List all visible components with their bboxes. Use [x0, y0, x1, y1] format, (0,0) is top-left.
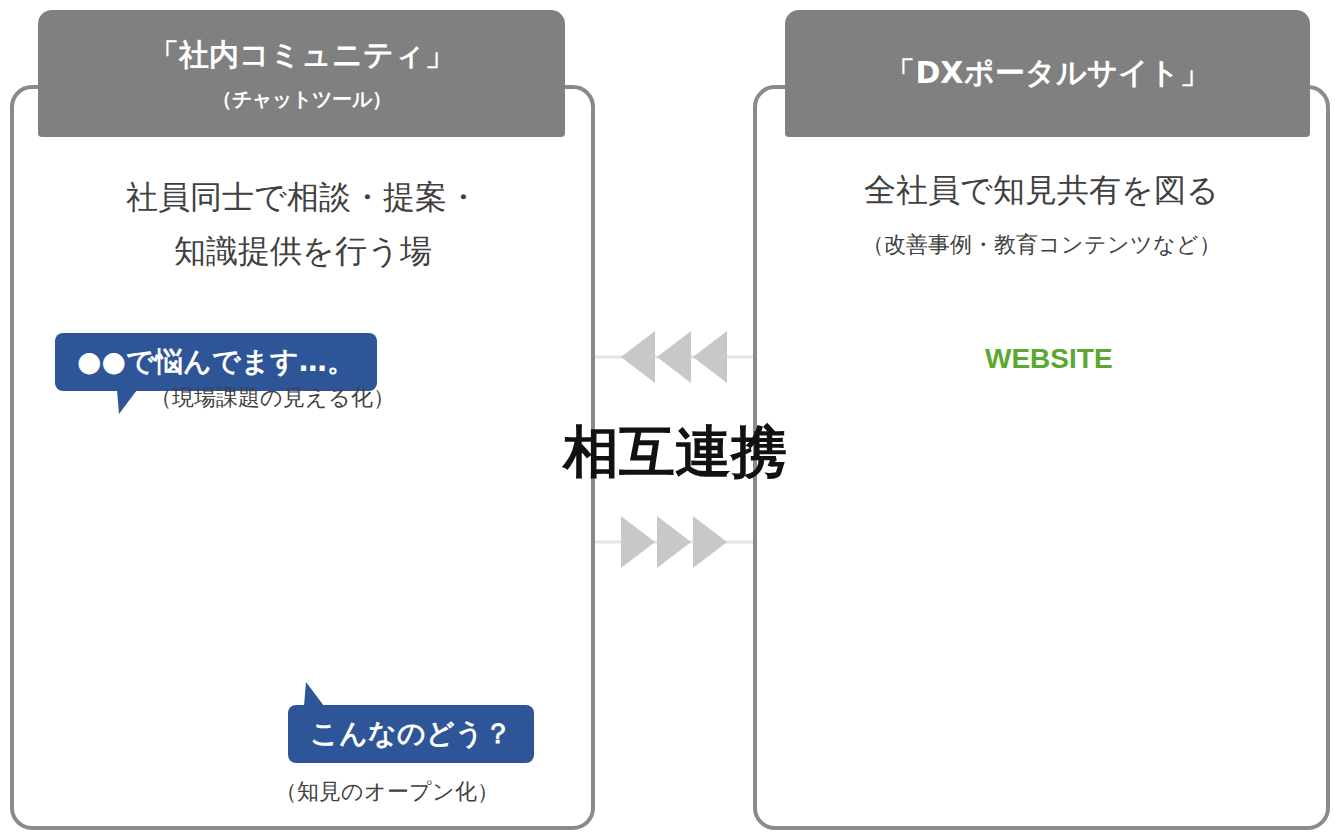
header-tab: 「社内コミュニティ」 （チャットツール）: [38, 10, 565, 137]
speech-bubble: ●●で悩んでます…。: [55, 333, 377, 391]
caption-note: （知見のオープン化）: [275, 777, 499, 807]
panel-subtitle: （チャットツール）: [212, 86, 392, 113]
bubble-tail: [300, 680, 326, 706]
caption-note: （現場課題の見える化）: [150, 383, 395, 413]
panel-note: （改善事例・教育コンテンツなど）: [753, 230, 1330, 260]
panel-description: 社員同士で相談・提案・ 知識提供を行う場: [117, 170, 489, 279]
chevron-connector: [595, 331, 753, 383]
panel-title: 「DXポータルサイト」: [885, 53, 1209, 94]
chevron-connector: [595, 516, 753, 568]
bubble-tail: [115, 390, 141, 416]
center-label: 相互連携: [563, 415, 787, 491]
website-logo: WEBSITE: [985, 343, 1113, 375]
panel-box: 「社内コミュニティ」 （チャットツール） 社員同士で相談・提案・ 知識提供を行う場 ●…: [10, 10, 595, 830]
bubble-text: こんなのどう？: [310, 717, 512, 750]
panel-box: 「DXポータルサイト」全社員で知見共有を図る （改善事例・教育コンテンツなど）: [753, 10, 1330, 830]
speech-bubble: こんなのどう？: [288, 705, 534, 763]
panel-title: 「社内コミュニティ」: [149, 35, 455, 76]
bubble-text: ●●で悩んでます…。: [77, 345, 355, 378]
header-tab: 「DXポータルサイト」: [785, 10, 1310, 137]
panel-description: 全社員で知見共有を図る: [753, 170, 1330, 212]
